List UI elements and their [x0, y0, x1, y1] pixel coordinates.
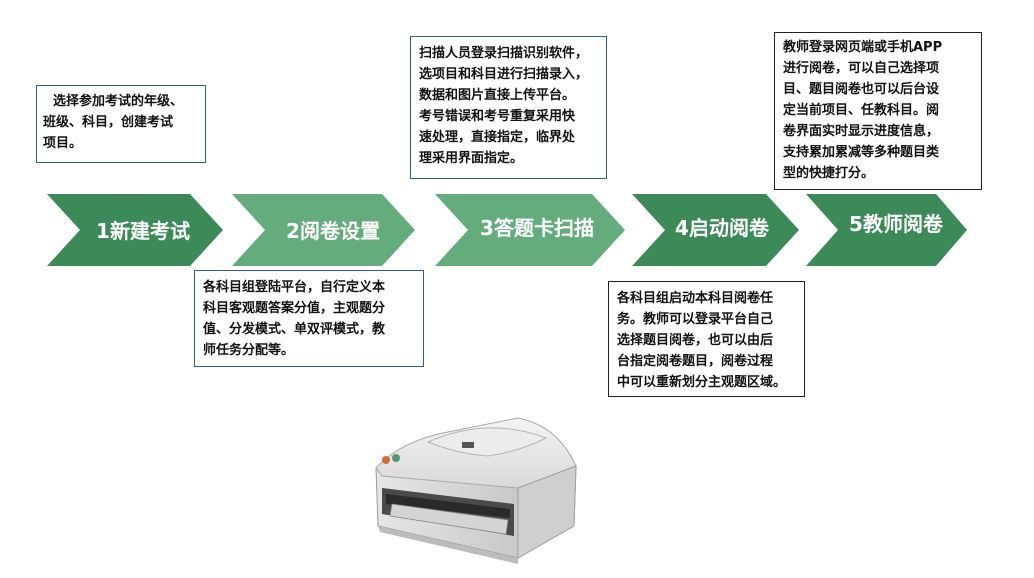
- step-4-description: 各科目组启动本科目阅卷任 务。教师可以登录平台自己 选择题目阅卷，也可以由后 台…: [608, 281, 805, 397]
- step-4-line-1: 各科目组启动本科目阅卷任: [617, 291, 774, 306]
- step-1: 1新建考试: [47, 194, 223, 266]
- step-5-line-4: 定当前项目、任教科目。阅: [783, 103, 940, 118]
- step-5-chevron: [806, 194, 967, 266]
- step-3-line-2: 选项目和科目进行扫描录入，: [419, 67, 589, 82]
- step-1-description: 选择参加考试的年级、 班级、科目，创建考试 项目。: [36, 85, 206, 163]
- step-3-line-3: 数据和图片直接上传平台。: [419, 88, 576, 103]
- step-2-line-1: 各科目组登陆平台，自行定义本: [203, 280, 386, 295]
- step-4-line-4: 台指定阅卷题目，阅卷过程: [617, 354, 774, 369]
- step-5: 5教师阅卷: [806, 194, 967, 266]
- step-2-line-3: 值、分发模式、单双评模式，教: [203, 322, 386, 337]
- step-2-line-4: 师任务分配等。: [203, 343, 295, 358]
- step-5-line-7: 型的快捷打分。: [783, 166, 875, 181]
- step-4-chevron: [632, 194, 799, 266]
- step-2-chevron: [232, 194, 415, 266]
- step-1-line-1: 选择参加考试的年级、: [53, 94, 184, 109]
- step-5-line-5: 卷界面实时显示进度信息，: [783, 124, 940, 139]
- step-3-line-1: 扫描人员登录扫描识别软件，: [419, 46, 589, 61]
- step-3-label: 3答题卡扫描: [480, 216, 594, 240]
- step-4-line-3: 选择题目阅卷，也可以由后: [617, 333, 774, 348]
- step-5-line-2: 进行阅卷，可以自己选择项: [783, 61, 940, 76]
- step-4: 4启动阅卷: [632, 194, 799, 266]
- step-3-line-6: 理采用界面指定。: [419, 151, 524, 166]
- step-5-label: 5教师阅卷: [849, 212, 944, 236]
- step-5-line-6: 支持累加累减等多种题目类: [783, 145, 940, 160]
- step-2-description: 各科目组登陆平台，自行定义本 科目客观题答案分值，主观题分 值、分发模式、单双评…: [194, 270, 424, 367]
- step-3-chevron: [435, 194, 625, 266]
- step-3: 3答题卡扫描: [435, 194, 625, 266]
- step-4-line-5: 中可以重新划分主观题区域。: [617, 375, 787, 390]
- step-1-chevron: [47, 194, 223, 266]
- step-5-line-3: 目、题目阅卷也可以后台设: [783, 82, 940, 97]
- step-3-line-4: 考号错误和考号重复采用快: [419, 109, 576, 124]
- step-2-label: 2阅卷设置: [286, 219, 380, 243]
- step-4-label: 4启动阅卷: [675, 216, 770, 240]
- step-4-line-2: 务。教师可以登录平台自己: [617, 312, 774, 327]
- step-1-label: 1新建考试: [96, 219, 190, 243]
- step-1-line-2: 班级、科目，创建考试: [43, 115, 174, 130]
- step-3-description: 扫描人员登录扫描识别软件， 选项目和科目进行扫描录入， 数据和图片直接上传平台。…: [410, 36, 607, 179]
- step-2-line-2: 科目客观题答案分值，主观题分: [203, 301, 386, 316]
- step-3-line-5: 速处理，直接指定，临界处: [419, 130, 576, 145]
- document-scanner-icon: [375, 417, 577, 564]
- step-2: 2阅卷设置: [232, 194, 415, 266]
- step-5-description: 教师登录网页端或手机APP 进行阅卷，可以自己选择项 目、题目阅卷也可以后台设 …: [774, 32, 982, 190]
- step-5-line-1: 教师登录网页端或手机APP: [783, 40, 943, 55]
- step-1-line-3: 项目。: [43, 136, 83, 151]
